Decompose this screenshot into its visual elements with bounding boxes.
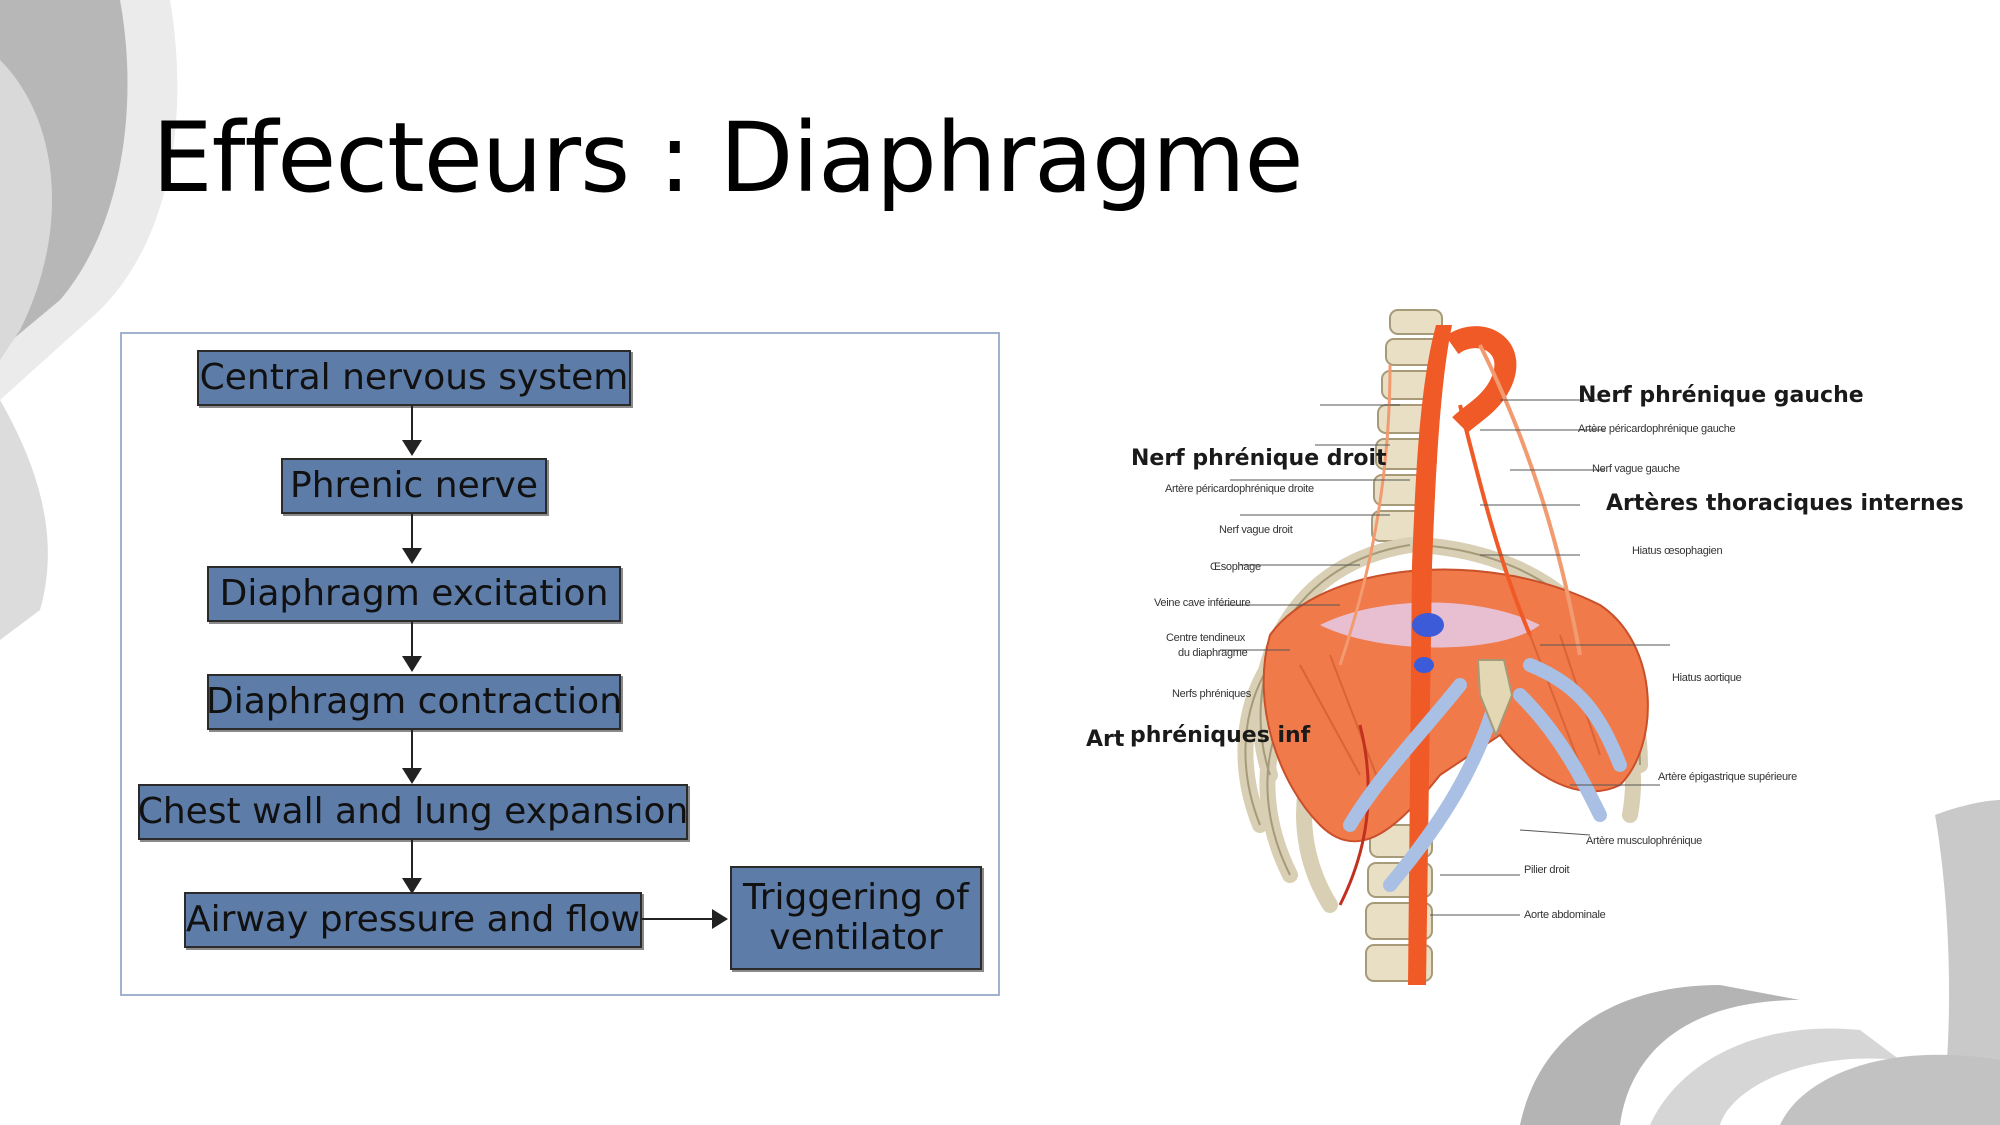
flow-arrow-side — [642, 909, 728, 929]
flow-step-diaphragm-excitation: Diaphragm excitation — [207, 566, 621, 622]
label-aorte-abdominale: Aorte abdominale — [1524, 909, 1606, 921]
label-veine-cave-inferieure: Veine cave inférieure — [1154, 597, 1251, 609]
label-art-pericardo-droite: Artère péricardophrénique droite — [1165, 483, 1314, 495]
label-phreniques-inf: phréniques inf — [1130, 723, 1311, 748]
label-centre-tendineux: Centre tendineux — [1166, 632, 1245, 644]
flow-step-airway-pressure-flow: Airway pressure and flow — [184, 892, 642, 948]
label-art: Art — [1086, 727, 1125, 752]
flow-arrow-4 — [402, 730, 422, 784]
flow-step-chest-wall-lung-expansion: Chest wall and lung expansion — [138, 784, 688, 840]
label-hiatus-oesophagien: Hiatus œsophagien — [1632, 545, 1723, 557]
label-pilier-droit: Pilier droit — [1524, 864, 1570, 876]
triggering-line-2: ventilator — [769, 917, 943, 958]
flow-step-phrenic-nerve: Phrenic nerve — [281, 458, 547, 514]
label-nerf-vague-gauche: Nerf vague gauche — [1592, 463, 1680, 475]
flow-step-central-nervous-system: Central nervous system — [197, 350, 631, 406]
label-art-musculophrenique: Artère musculophrénique — [1586, 835, 1703, 847]
flow-step-diaphragm-contraction: Diaphragm contraction — [206, 674, 622, 730]
label-art-pericardo-gauche: Artère péricardophrénique gauche — [1578, 423, 1736, 435]
label-nerfs-phreniques: Nerfs phréniques — [1172, 688, 1251, 700]
label-hiatus-aortique: Hiatus aortique — [1672, 672, 1742, 684]
label-nerf-phrenique-droit: Nerf phrénique droit — [1131, 446, 1387, 471]
label-art-epigastrique-superieure: Artère épigastrique supérieure — [1658, 771, 1797, 783]
flow-arrow-3 — [402, 622, 422, 672]
label-nerf-vague-droit: Nerf vague droit — [1219, 524, 1293, 536]
flow-arrow-1 — [402, 406, 422, 456]
triggering-line-1: Triggering of — [743, 877, 969, 919]
label-oesophage: Œsophage — [1210, 561, 1261, 573]
slide-title: Effecteurs : Diaphragme — [152, 102, 1304, 214]
flow-step-triggering-ventilator: Triggering of ventilator — [730, 866, 982, 970]
label-du-diaphragme: du diaphragme — [1178, 647, 1248, 659]
label-nerf-phrenique-gauche: Nerf phrénique gauche — [1578, 383, 1864, 408]
flow-arrow-2 — [402, 514, 422, 564]
diaphragm-anatomy-illustration — [1220, 309, 1670, 985]
flow-arrow-5 — [402, 840, 422, 894]
label-arteres-thoraciques-internes: Artères thoraciques internes — [1606, 491, 1964, 516]
